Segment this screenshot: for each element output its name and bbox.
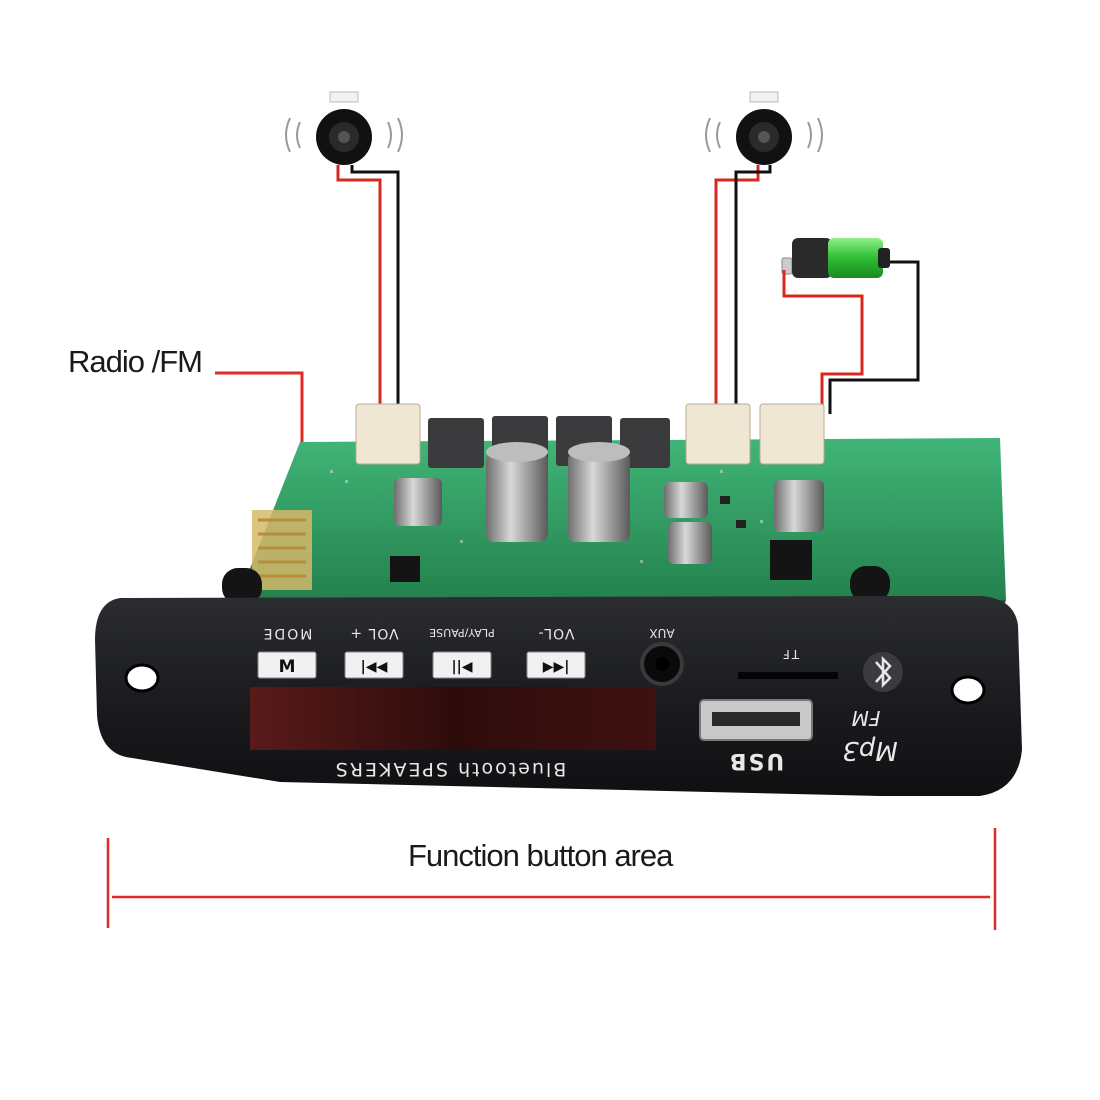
vol-plus-button-label: VOL +: [349, 625, 398, 641]
brand-text: Bluetooth SPEAKERS: [334, 758, 567, 780]
previous-track-icon: |◀◀: [542, 659, 569, 675]
logo-fm: FM: [852, 706, 881, 730]
antenna-trace: [252, 510, 312, 590]
button-mode[interactable]: M MODE: [257, 625, 317, 679]
battery-wires: [782, 260, 920, 414]
led-display: [250, 687, 656, 750]
play-pause-icon: ▶||: [452, 659, 473, 675]
mode-button-label: MODE: [262, 625, 313, 641]
mount-tab-left: [222, 568, 262, 604]
play-pause-button-label: PLAY/PAUSE: [429, 626, 495, 639]
button-vol-minus[interactable]: |◀◀ VOL-: [526, 625, 586, 679]
button-play-pause[interactable]: ▶|| PLAY/PAUSE: [429, 626, 495, 679]
button-vol-plus[interactable]: ▶▶| VOL +: [344, 625, 404, 679]
battery-icon: [781, 238, 890, 278]
tf-slot: [738, 672, 838, 679]
speaker-right-icon: [705, 91, 823, 165]
vol-minus-button-label: VOL-: [538, 625, 575, 641]
radio-fm-callout-line: [215, 371, 304, 445]
logo-mp3: Mp3: [842, 735, 897, 765]
tf-label: TF: [781, 647, 800, 661]
next-track-icon: ▶▶|: [361, 659, 388, 675]
front-panel: [95, 596, 1022, 796]
mode-icon: M: [279, 657, 296, 677]
radio-fm-callout: Radio /FM: [68, 344, 203, 379]
aux-label: AUX: [649, 626, 674, 640]
function-area-bracket: [106, 828, 997, 930]
function-area-callout: Function button area: [408, 838, 673, 873]
usb-label: USB: [728, 748, 784, 773]
mount-tab-right: [850, 566, 890, 602]
bluetooth-symbol: [875, 655, 892, 689]
speaker-left-icon: [285, 91, 403, 165]
speaker-wires: [336, 165, 772, 410]
